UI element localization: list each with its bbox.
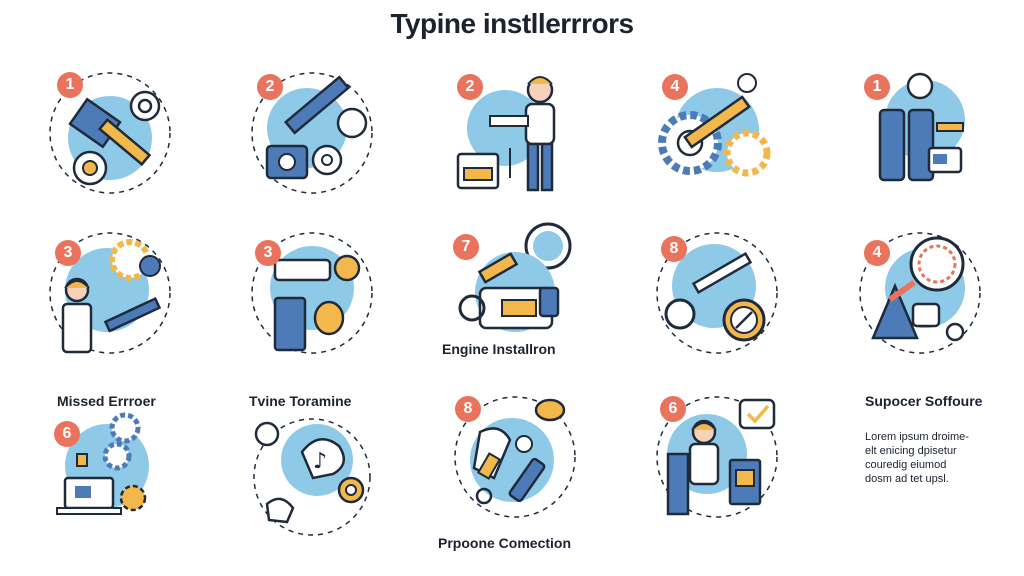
step-badge: 8 (455, 396, 481, 422)
worker-engine-icon (456, 76, 556, 192)
description-text: Lorem ipsum droime- elt enicing dpisetur… (865, 431, 969, 485)
tile-worker-check (652, 392, 782, 522)
step-badge: 4 (864, 240, 890, 266)
worker-gears-icon (49, 232, 171, 354)
label-software: Supocer Soffoure (865, 393, 983, 409)
step-badge: 2 (257, 74, 283, 100)
tile-tools-magnifier (652, 228, 782, 358)
worker-check-icon (656, 396, 778, 518)
tile-hand-tools (450, 392, 580, 522)
bulb-music-icon: ♪ (253, 418, 371, 536)
step-badge: 6 (660, 396, 686, 422)
tile-wrench-engine (247, 68, 377, 198)
hand-tools-icon (454, 396, 576, 518)
tile-worker-uniform (855, 68, 985, 198)
tile-worker-gears (45, 228, 175, 358)
step-badge: 3 (55, 240, 81, 266)
step-badge: 1 (864, 74, 890, 100)
svg-text:♪: ♪ (313, 449, 327, 474)
tile-worker-engine (450, 68, 580, 198)
step-badge: 1 (57, 72, 83, 98)
tools-magnifier-icon (656, 232, 778, 354)
page-title: Typine instllerrrors (390, 8, 634, 39)
tile-bulb-music: ♪ (247, 412, 377, 542)
tile-wheel-tools (855, 228, 985, 358)
step-badge: 7 (453, 234, 479, 260)
tile-hammer-gear (45, 68, 175, 198)
gears-tool-icon (658, 73, 771, 177)
step-badge: 4 (662, 74, 688, 100)
computer-gears-icon (56, 412, 149, 515)
label-turbine: Tvine Toramine (249, 393, 352, 409)
tile-gears-tool (652, 68, 782, 198)
wrench-engine-icon (251, 72, 373, 194)
wheel-tools-icon (859, 232, 981, 354)
worker-uniform-icon (878, 72, 965, 182)
step-badge: 2 (457, 74, 483, 100)
tile-engine-magnifier (450, 222, 580, 352)
tile-computer-gears (45, 398, 175, 528)
step-badge: 8 (661, 236, 687, 262)
machine-parts-icon (251, 232, 373, 354)
step-badge: 6 (54, 421, 80, 447)
label-missed-errors: Missed Errroer (57, 393, 156, 409)
label-engine-installation: Engine Installron (442, 341, 556, 357)
tile-machine-parts (247, 228, 377, 358)
label-proper-connection: Prpoone Comection (438, 535, 572, 551)
step-badge: 3 (255, 240, 281, 266)
hammer-gear-icon (49, 72, 171, 194)
engine-magnifier-icon (458, 222, 572, 332)
